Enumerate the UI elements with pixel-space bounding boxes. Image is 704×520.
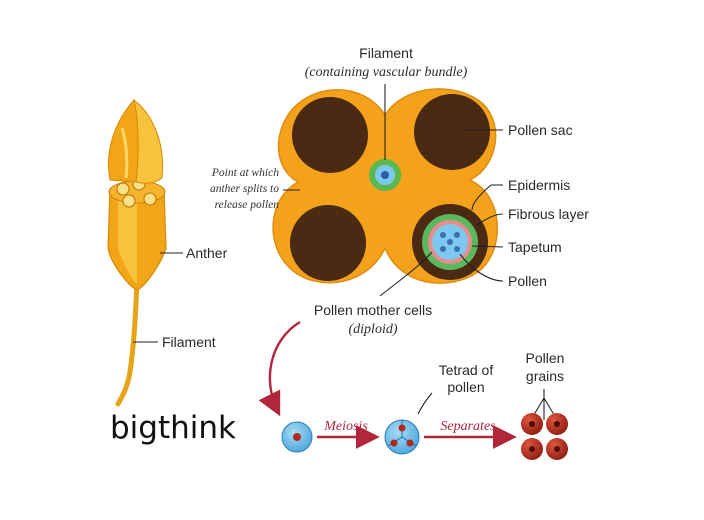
stamen-illustration bbox=[107, 98, 167, 407]
label-meiosis: Meiosis bbox=[323, 419, 368, 434]
vascular-bundle bbox=[369, 159, 401, 191]
label-tetrad-1: Tetrad of bbox=[439, 362, 494, 378]
pollen-sac-detail bbox=[412, 204, 488, 280]
label-tetrad-2: pollen bbox=[447, 379, 484, 395]
watermark-bigthink: bigthink bbox=[110, 410, 236, 446]
label-split-point-2: anther splits to bbox=[210, 183, 279, 195]
label-pollen-grains-2: grains bbox=[526, 368, 564, 384]
pollen-sac-bottom-left bbox=[290, 205, 366, 281]
label-tapetum: Tapetum bbox=[508, 239, 562, 255]
tetrad-cell bbox=[384, 419, 420, 455]
label-fibrous-layer: Fibrous layer bbox=[508, 206, 589, 222]
labels: Filament (containing vascular bundle) Po… bbox=[162, 45, 589, 434]
label-pollen-sac: Pollen sac bbox=[508, 122, 573, 138]
label-filament-top: Filament bbox=[359, 45, 413, 61]
label-filament-left: Filament bbox=[162, 334, 216, 350]
mother-cell-arrow bbox=[258, 320, 301, 417]
label-diploid: (diploid) bbox=[349, 322, 398, 337]
label-split-point-3: release pollen bbox=[215, 199, 280, 211]
anther-cross-section bbox=[272, 88, 498, 284]
label-filament-top-sub: (containing vascular bundle) bbox=[305, 65, 468, 80]
pollen-mother-cell bbox=[281, 421, 313, 453]
label-pollen-grains-1: Pollen bbox=[526, 350, 565, 366]
label-pollen-mother-cells: Pollen mother cells bbox=[314, 302, 432, 318]
pollen-grains bbox=[521, 413, 568, 460]
process-row bbox=[258, 320, 568, 460]
label-anther: Anther bbox=[186, 245, 228, 261]
label-epidermis: Epidermis bbox=[508, 177, 570, 193]
pollen-sac-top-right bbox=[414, 94, 490, 170]
label-separates: Separates bbox=[440, 419, 496, 434]
label-split-point-1: Point at which bbox=[211, 167, 279, 179]
pollen-sac-top-left bbox=[292, 97, 368, 173]
leader-lines bbox=[133, 84, 557, 420]
label-pollen: Pollen bbox=[508, 273, 547, 289]
